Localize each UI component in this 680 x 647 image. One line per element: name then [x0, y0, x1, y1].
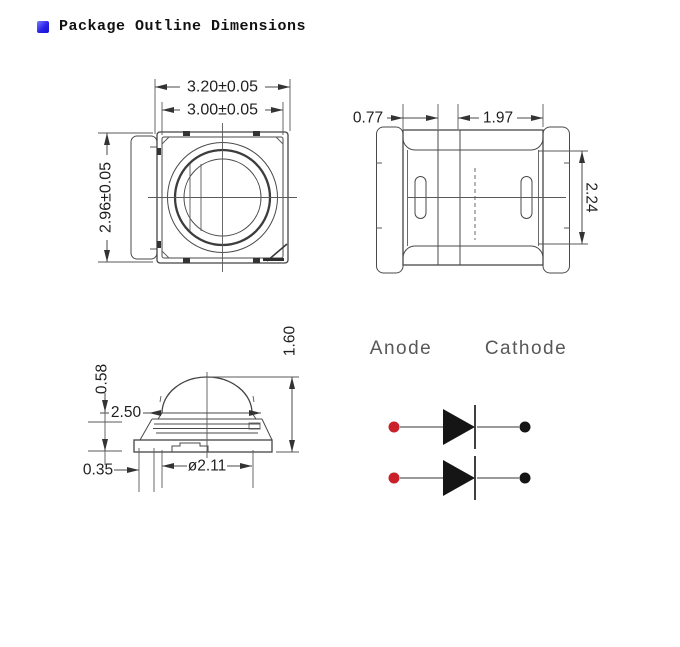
flange-side-slants [139, 418, 273, 441]
extension-line [161, 450, 254, 488]
corner-chamfer-ticks [161, 136, 284, 259]
dim-224-label: 2.24 [583, 182, 600, 213]
dim-text-bg [109, 405, 143, 420]
extension-line [138, 448, 155, 492]
edge-tick [157, 148, 161, 155]
extension-line [402, 104, 544, 129]
edge-tick [183, 258, 190, 263]
diode-symbol-1 [388, 405, 531, 449]
dim-text-bg [180, 102, 265, 118]
edge-tick [157, 241, 161, 248]
dome-tick-marks [159, 395, 255, 403]
extension-line [210, 376, 299, 453]
dim-296-label: 2.96±0.05 [98, 162, 115, 233]
cathode-terminal-dot [519, 421, 531, 433]
base-slab-outline [133, 439, 273, 453]
header: Package Outline Dimensions [37, 18, 306, 35]
top-view: 3.20±0.05 3.00±0.05 2.96±0.05 [98, 79, 297, 272]
edge-tick [253, 258, 260, 263]
bottom-view: 0.77 1.97 2.24 [353, 104, 600, 274]
diode-triangle [443, 460, 475, 496]
cathode-terminal-dot [519, 472, 531, 484]
dim-211-label: ø2.11 [188, 458, 227, 475]
lead-notch-lines [150, 146, 157, 250]
dim-300-label: 3.00±0.05 [187, 102, 258, 119]
dim-058-label: 0.58 [94, 364, 111, 394]
blue-square-bullet-icon [37, 20, 49, 33]
dim-250-label: 2.50 [111, 404, 142, 421]
hatched-top-band [402, 129, 544, 151]
bottom-view-right-lead [542, 126, 570, 274]
dim-160-label: 1.60 [282, 326, 299, 357]
edge-tick [253, 131, 260, 136]
anode-terminal-dot [388, 421, 400, 433]
anode-terminal-dot [388, 472, 400, 484]
dim-320-label: 3.20±0.05 [187, 79, 258, 96]
hatched-bottom-band [402, 245, 544, 266]
top-view-centerlines [148, 123, 297, 272]
dim-text-bg [180, 79, 265, 95]
diode-symbol-2 [388, 456, 531, 500]
anode-label: Anode [370, 338, 432, 359]
flange-side-tab [248, 422, 261, 430]
page-title: Package Outline Dimensions [59, 18, 307, 35]
circuit-diagram: Anode Cathode [370, 338, 567, 500]
bottom-view-left-lead [376, 126, 404, 274]
wall-inner-lines [407, 150, 539, 246]
dim-text-bg [479, 110, 517, 126]
edge-tick [183, 131, 190, 136]
cathode-label: Cathode [485, 338, 567, 359]
dim-035-label: 0.35 [83, 462, 113, 479]
dim-197-label: 1.97 [483, 110, 513, 127]
side-view: 2.50 0.58 0.35 ø2.11 1.60 [83, 326, 299, 492]
lead-notch-lines [376, 162, 570, 229]
dim-text-bg [98, 155, 115, 240]
diode-triangle [443, 409, 475, 445]
dim-077-label: 0.77 [353, 110, 383, 127]
base-center-notch [171, 442, 209, 452]
